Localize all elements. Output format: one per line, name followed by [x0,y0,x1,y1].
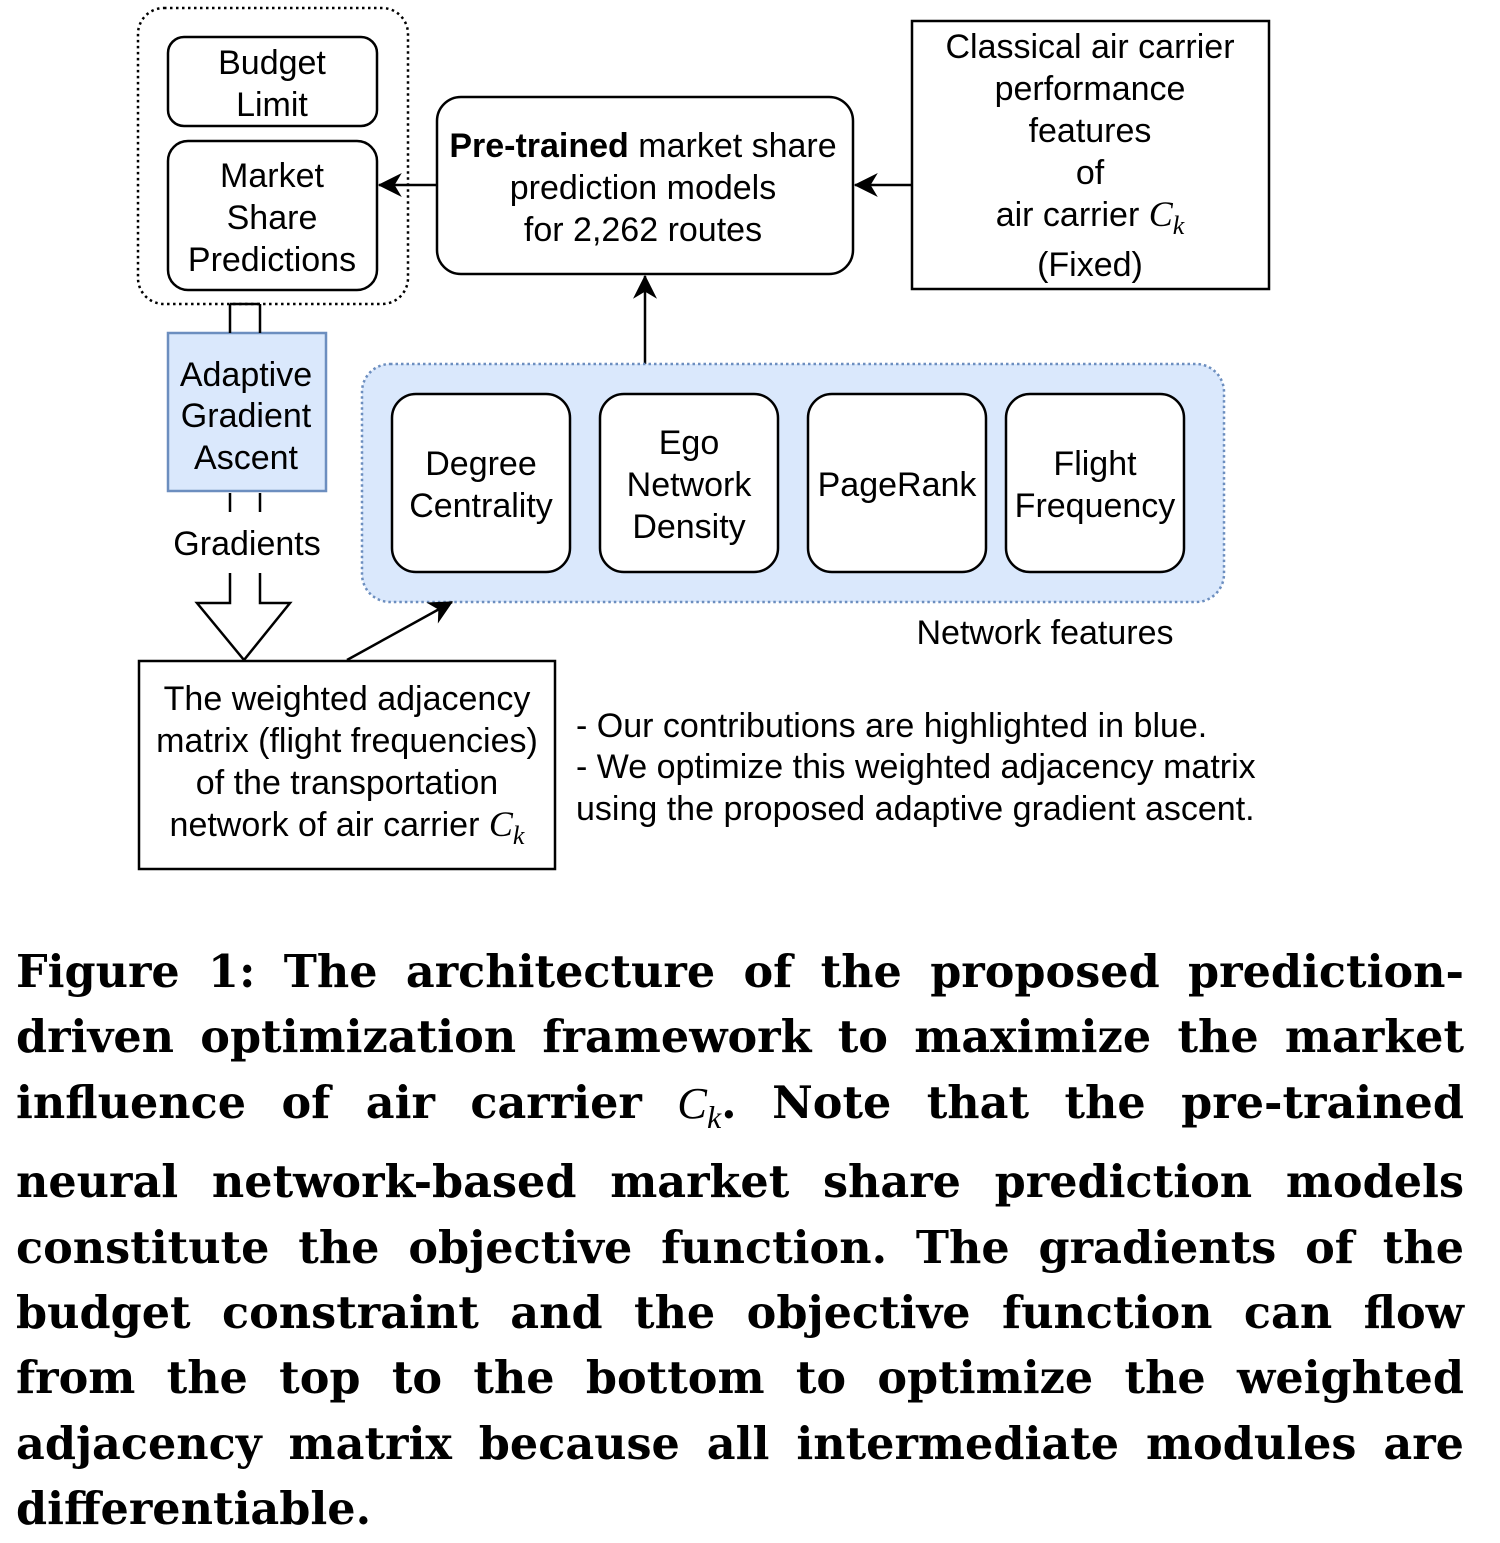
feature-ego-network-density: Ego Network Density [598,392,780,574]
note-line-3: using the proposed adaptive gradient asc… [576,790,1255,828]
adjacency-line-1: The weighted adjacency [164,680,531,718]
ego-line-2: Network [627,466,753,504]
feature-degree-centrality: Degree Centrality [390,392,572,574]
adjacency-line-2: matrix (flight frequencies) [156,722,538,760]
caption-part-1: Figure 1: The architecture of the propos… [16,946,1464,1129]
pretrained-model-line-1: Pre-trained market share [449,127,836,165]
adjacency-line-3: of the transportation [196,764,498,802]
arrow-adjacency-to-network [346,600,454,662]
classical-line-3: features [1029,112,1152,150]
gradients-label: Gradients [173,525,320,563]
classical-fixed-label: (Fixed) [1037,246,1143,284]
output-group-frame [136,6,410,306]
degree-line-1: Degree [425,445,537,483]
classical-line-1: Classical air carrier [945,28,1234,66]
pretrained-model-line-3: for 2,262 routes [524,211,762,249]
pretrained-model-box: Pre-trained market share prediction mode… [435,95,855,276]
flight-line-1: Flight [1053,445,1137,483]
figure-caption: Figure 1: The architecture of the propos… [16,940,1464,1543]
pretrained-model-line-2: prediction models [510,169,776,207]
budget-limit-line-1: Budget [218,44,326,82]
aga-line-2: Gradient [181,397,312,435]
caption-part-2: . Note that the pre-trained neural netwo… [16,1076,1464,1536]
classical-line-2: performance [995,70,1186,108]
network-features-group: Degree Centrality Ego Network Density Pa… [360,362,1226,604]
gradient-connector-top [228,302,262,333]
flight-line-2: Frequency [1015,487,1176,525]
feature-flight-frequency: Flight Frequency [1004,392,1186,574]
market-share-predictions-box: Market Share Predictions [166,139,379,292]
ego-line-3: Density [632,508,745,546]
caption-symbol: C [677,1077,707,1128]
classical-carrier-subscript: k [1173,211,1185,240]
classical-carrier-symbol: C [1149,194,1174,234]
market-share-line-1: Market [220,157,324,195]
aga-line-3: Ascent [194,439,298,477]
budget-limit-box: Budget Limit [166,35,379,128]
note-line-2: - We optimize this weighted adjacency ma… [576,748,1256,786]
caption-subscript: k [706,1098,722,1135]
pretrained-bold-label: Pre-trained [449,127,629,165]
classical-carrier-prefix: air carrier [996,196,1149,234]
adjacency-line-4: network of air carrier Ck [170,804,525,850]
pagerank-label: PageRank [818,466,978,504]
architecture-diagram: Budget Limit Market Share Predictions Pr… [136,6,1271,871]
market-share-line-3: Predictions [188,241,356,279]
adjacency-carrier-subscript: k [513,821,525,850]
note-line-1: - Our contributions are highlighted in b… [576,707,1207,745]
ego-line-1: Ego [659,424,720,462]
pretrained-rest-label: market share [629,127,837,165]
gradients-hollow-arrow [194,573,293,662]
adjacency-matrix-box: The weighted adjacency matrix (flight fr… [137,659,557,871]
adjacency-carrier-symbol: C [489,804,514,844]
budget-limit-line-2: Limit [236,86,308,124]
gradient-connector-bottom-1 [228,493,262,512]
classical-line-4: of [1076,154,1105,192]
adaptive-gradient-ascent-box: Adaptive Gradient Ascent [166,331,328,493]
market-share-line-2: Share [227,199,318,237]
aga-line-1: Adaptive [180,356,312,394]
adjacency-carrier-prefix: network of air carrier [170,806,489,844]
network-features-label: Network features [917,614,1174,652]
classical-carrier-line: air carrier Ck [996,194,1185,240]
degree-line-2: Centrality [409,487,553,525]
feature-pagerank: PageRank [806,392,988,574]
classical-features-box: Classical air carrier performance featur… [910,19,1271,291]
